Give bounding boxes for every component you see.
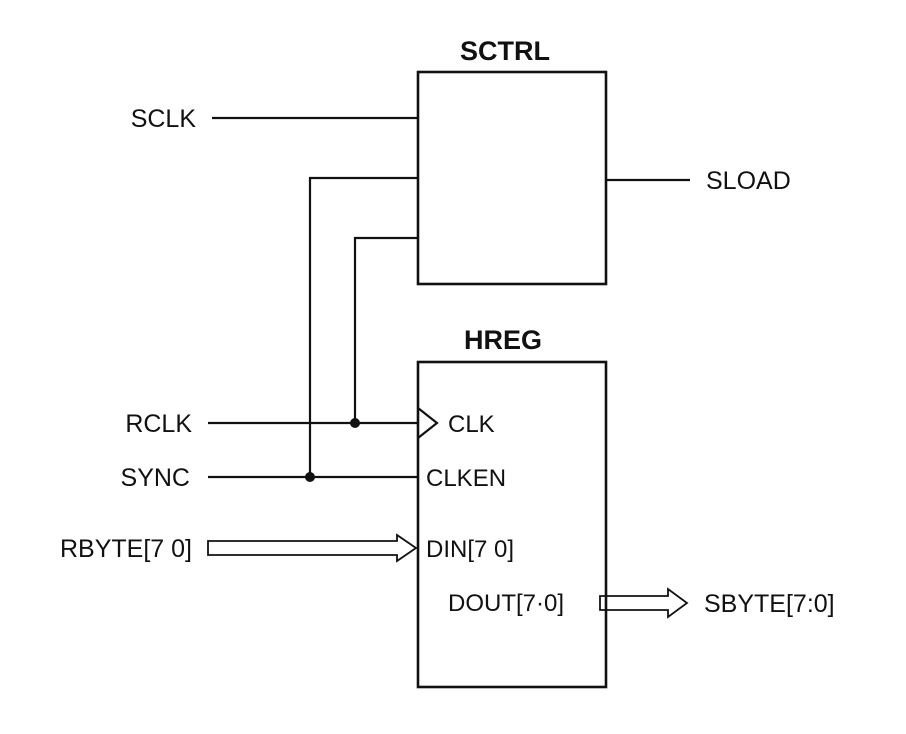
hreg-title: HREG xyxy=(464,325,542,355)
rbyte-bus-arrow xyxy=(207,533,418,563)
rclk-branch-wire xyxy=(353,236,418,423)
sload-label: SLOAD xyxy=(706,167,791,195)
hreg-port-clk: CLK xyxy=(448,411,495,438)
sync-branch-wire xyxy=(308,176,418,477)
sclk-label: SCLK xyxy=(131,105,197,133)
rbyte-label: RBYTE[7 0] xyxy=(60,535,192,563)
rclk-label: RCLK xyxy=(125,410,192,438)
sctrl-block xyxy=(416,70,608,286)
rclk-junction-dot xyxy=(350,418,360,428)
sbyte-label: SBYTE[7:0] xyxy=(704,590,835,618)
sbyte-bus-arrow xyxy=(599,587,689,619)
sctrl-title: SCTRL xyxy=(460,36,550,66)
hreg-port-clken: CLKEN xyxy=(426,465,506,492)
hreg-port-din: DIN[7 0] xyxy=(426,536,514,563)
sync-label: SYNC xyxy=(121,464,190,492)
sync-junction-dot xyxy=(305,472,315,482)
clock-input-triangle xyxy=(417,407,439,439)
hreg-port-dout: DOUT[7·0] xyxy=(448,590,564,617)
hreg-block xyxy=(416,360,608,689)
